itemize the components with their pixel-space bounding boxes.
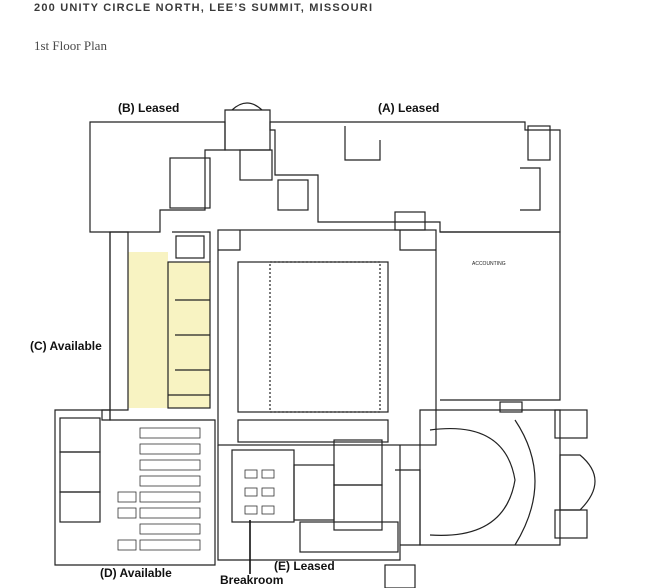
breakroom-room <box>231 449 295 523</box>
west-wall <box>101 231 129 421</box>
open-office-d <box>54 409 216 566</box>
available-area-c-highlight <box>128 252 210 408</box>
area-b-leased-label: (B) Leased <box>118 101 180 115</box>
chapel-block <box>217 229 437 446</box>
entry-vestibule <box>224 109 271 151</box>
floor-plan-title: 1st Floor Plan <box>34 38 107 53</box>
breakroom-label: Breakroom <box>220 573 284 587</box>
area-c-available-label: (C) Available <box>30 339 102 353</box>
area-d-available-label: (D) Available <box>100 566 172 580</box>
area-e-leased-label: (E) Leased <box>274 559 335 573</box>
wing-b-outline <box>89 121 226 233</box>
area-a-leased-label: (A) Leased <box>378 101 440 115</box>
workstation-grid <box>117 427 275 551</box>
wing-a-outline <box>269 121 561 233</box>
accounting-area <box>440 231 561 401</box>
accounting-room-label: ACCOUNTING <box>472 261 506 267</box>
sanctuary-outline <box>419 409 561 546</box>
property-address: 200 UNITY CIRCLE NORTH, LEE’S SUMMIT, MI… <box>34 2 374 14</box>
